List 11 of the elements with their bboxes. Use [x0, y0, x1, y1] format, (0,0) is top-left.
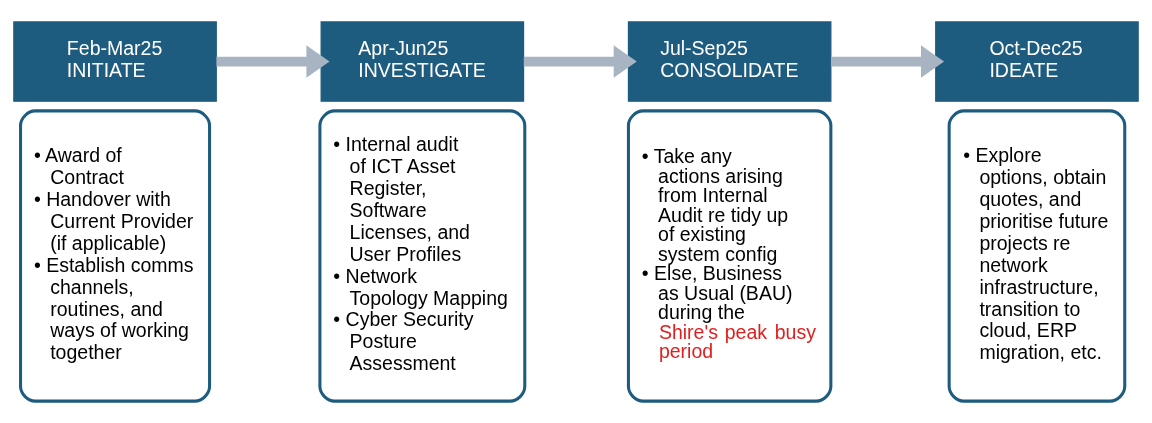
node-box: Jul-Sep25 CONSOLIDATE	[627, 21, 832, 102]
node-box: • Take any actions arising from Internal Audit re tidy up of existing system config • Else, Business as Usual (BAU) during the Shire's peak busy period	[626, 109, 833, 403]
node-box: Apr-Jun25 INVESTIGATE	[320, 21, 525, 102]
arrow	[216, 45, 330, 78]
node-box: • Explore options, obtain quotes, and prioritise future projects re network infrastructure, transition to cloud, ERP migration, etc.	[947, 109, 1127, 403]
arrow	[831, 45, 945, 78]
node-box: • Internal audit of ICT Asset Register, Software Licenses, and User Profiles • Network Topology Mapping • Cyber Security Posture Assessment	[318, 109, 527, 403]
node-box: Oct-Dec25 IDEATE	[935, 21, 1139, 102]
node-box: Feb-Mar25 INITIATE	[13, 21, 217, 102]
arrow	[523, 45, 637, 78]
node-box: • Award of Contract • Handover with Current Provider (if applicable) • Establish comms channels, routines, and ways of working together	[19, 109, 212, 403]
